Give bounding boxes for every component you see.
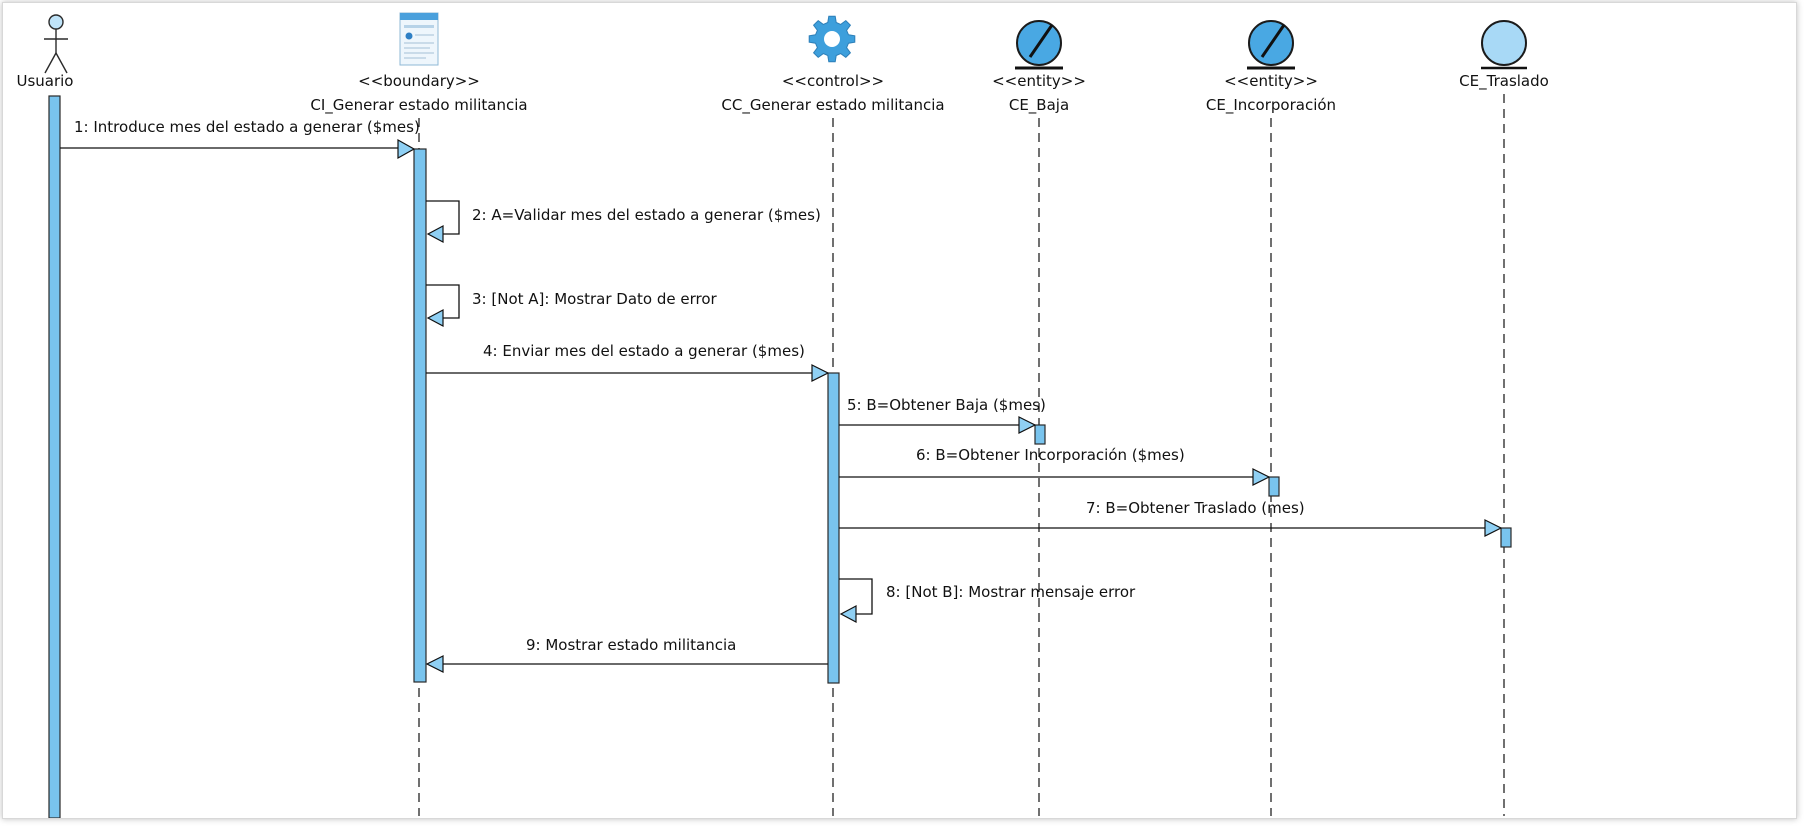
ce-baja-stereotype: <<entity>> xyxy=(992,72,1086,90)
arrowhead-icon xyxy=(426,309,444,327)
message-8: 8: [Not B]: Mostrar mensaje error xyxy=(839,578,1136,623)
activation-bar-cc xyxy=(827,372,840,684)
arrowhead-icon xyxy=(425,655,444,673)
message-5: 5: B=Obtener Baja ($mes) xyxy=(839,396,1046,434)
message-9: 9: Mostrar estado militancia xyxy=(425,636,828,673)
message-7: 7: B=Obtener Traslado (mes) xyxy=(839,499,1503,537)
message-label: 9: Mostrar estado militancia xyxy=(526,636,736,654)
entity-icon xyxy=(1481,20,1527,70)
ce-incorporacion-stereotype: <<entity>> xyxy=(1224,72,1318,90)
message-label: 6: B=Obtener Incorporación ($mes) xyxy=(916,446,1185,464)
arrowhead-icon xyxy=(839,605,857,623)
message-label: 5: B=Obtener Baja ($mes) xyxy=(847,396,1046,414)
message-1: 1: Introduce mes del estado a generar ($… xyxy=(60,118,420,160)
message-6: 6: B=Obtener Incorporación ($mes) xyxy=(839,446,1271,486)
ce-traslado-label: CE_Traslado xyxy=(1459,72,1549,91)
message-label: 7: B=Obtener Traslado (mes) xyxy=(1086,499,1305,517)
actor-icon xyxy=(44,14,68,74)
arrowhead-icon xyxy=(426,225,444,243)
arrowhead-icon xyxy=(1252,468,1271,486)
ci-label: CI_Generar estado militancia xyxy=(310,96,527,115)
message-label: 8: [Not B]: Mostrar mensaje error xyxy=(886,583,1136,601)
activation-bar-ce-incorporacion xyxy=(1268,476,1280,497)
arrowhead-icon xyxy=(811,364,830,382)
arrowhead-icon xyxy=(1018,416,1037,434)
ci-stereotype: <<boundary>> xyxy=(358,72,480,90)
entity-icon xyxy=(1015,20,1063,70)
message-2: 2: A=Validar mes del estado a generar ($… xyxy=(426,200,821,243)
cc-stereotype: <<control>> xyxy=(782,72,884,90)
actor-label: Usuario xyxy=(16,72,73,90)
message-label: 3: [Not A]: Mostrar Dato de error xyxy=(472,290,718,308)
message-label: 2: A=Validar mes del estado a generar ($… xyxy=(472,206,821,224)
activation-bar-ci xyxy=(413,148,427,683)
message-3: 3: [Not A]: Mostrar Dato de error xyxy=(426,284,718,327)
message-label: 1: Introduce mes del estado a generar ($… xyxy=(74,118,420,136)
control-gear-icon xyxy=(808,15,856,63)
arrowhead-icon xyxy=(397,138,416,160)
message-label: 4: Enviar mes del estado a generar ($mes… xyxy=(483,342,805,360)
sequence-diagram: Usuario <<boundary>> CI_Generar estado m… xyxy=(16,12,1549,819)
arrowhead-icon xyxy=(1484,519,1503,537)
cc-label: CC_Generar estado militancia xyxy=(721,96,944,115)
boundary-form-icon xyxy=(399,12,439,66)
activation-bar-ce-baja xyxy=(1034,424,1046,445)
entity-icon xyxy=(1247,20,1295,70)
activation-bar-usuario xyxy=(48,95,61,819)
ce-baja-label: CE_Baja xyxy=(1009,96,1069,115)
ce-incorporacion-label: CE_Incorporación xyxy=(1206,96,1336,115)
message-4: 4: Enviar mes del estado a generar ($mes… xyxy=(426,342,830,382)
activation-bar-ce-traslado xyxy=(1500,527,1512,548)
